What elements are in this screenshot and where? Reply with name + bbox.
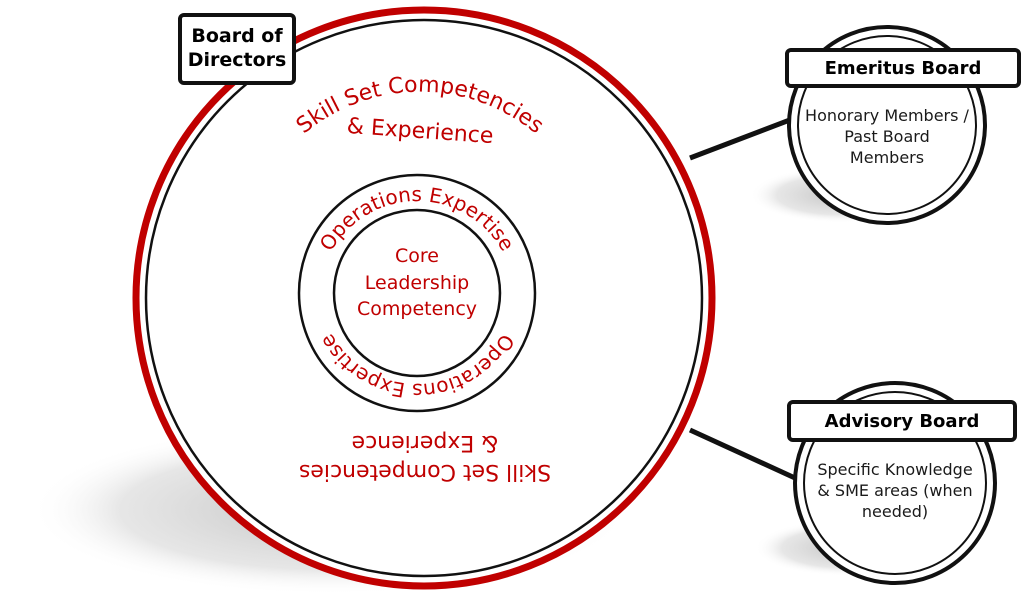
advisory-board-label: Advisory Board <box>787 400 1017 442</box>
emeritus-line2: Past Board <box>844 126 930 146</box>
core-circle <box>332 208 502 378</box>
advisory-line3: needed) <box>861 501 929 521</box>
outer-text-bottom: Skill Set Competencies & Experience <box>270 428 580 485</box>
advisory-line2: & SME areas (when <box>817 480 973 500</box>
emeritus-line1: Honorary Members / <box>805 106 969 125</box>
outer-text-bottom-line1: Skill Set Competencies <box>298 459 552 485</box>
advisory-board-description: Specific Knowledge & SME areas (when nee… <box>808 460 982 522</box>
board-of-directors-inner-ring <box>144 18 704 578</box>
emeritus-line3: Members <box>849 147 925 167</box>
connector-advisory <box>688 427 797 481</box>
core-line2: Leadership <box>364 271 470 294</box>
core-line1: Core <box>395 245 439 267</box>
emeritus-circle-inner <box>797 35 977 215</box>
board-of-directors-title-line2: Directors <box>187 49 287 71</box>
advisory-line1: Specific Knowledge <box>817 460 973 479</box>
advisory-circle-inner <box>803 391 987 575</box>
core-line3: Competency <box>356 298 478 321</box>
emeritus-board-description: Honorary Members / Past Board Members <box>802 106 972 168</box>
connector-emeritus <box>689 115 796 161</box>
core-leadership-text: Core Leadership Competency <box>345 243 489 323</box>
emeritus-board-label: Emeritus Board <box>785 48 1021 88</box>
board-of-directors-title-line1: Board of <box>191 25 283 48</box>
outer-text-bottom-line2: & Experience <box>351 430 499 456</box>
board-of-directors-label: Board of Directors <box>178 13 296 85</box>
